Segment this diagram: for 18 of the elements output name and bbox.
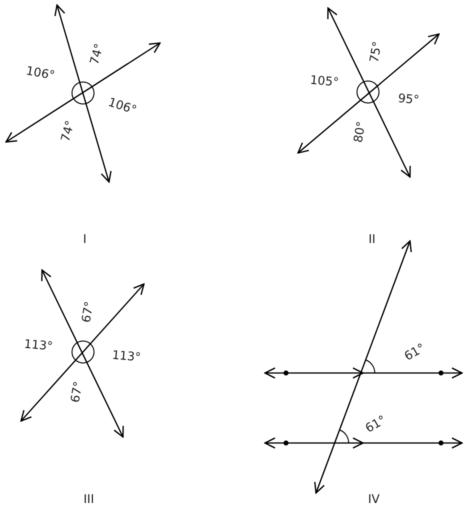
angle-label: 75° bbox=[367, 40, 383, 64]
angle-label: 95° bbox=[397, 92, 420, 106]
angle-label: 113° bbox=[23, 338, 53, 352]
angle-label: 105° bbox=[309, 74, 339, 88]
figure-label: III bbox=[84, 493, 94, 505]
angle-label: 61° bbox=[362, 413, 388, 435]
figure-label: II bbox=[368, 233, 376, 245]
angle-label: 113° bbox=[111, 348, 141, 364]
angle-label: 74° bbox=[58, 119, 76, 143]
figure-label: IV bbox=[368, 493, 380, 505]
angle-label: 106° bbox=[106, 96, 138, 116]
angle-label: 74° bbox=[88, 42, 105, 66]
figure-label: I bbox=[83, 233, 87, 245]
angle-label: 80° bbox=[351, 120, 367, 144]
angle-label: 106° bbox=[24, 64, 56, 82]
angle-label: 61° bbox=[402, 341, 426, 363]
angle-label: 67° bbox=[79, 300, 95, 324]
angle-label: 67° bbox=[68, 380, 84, 404]
